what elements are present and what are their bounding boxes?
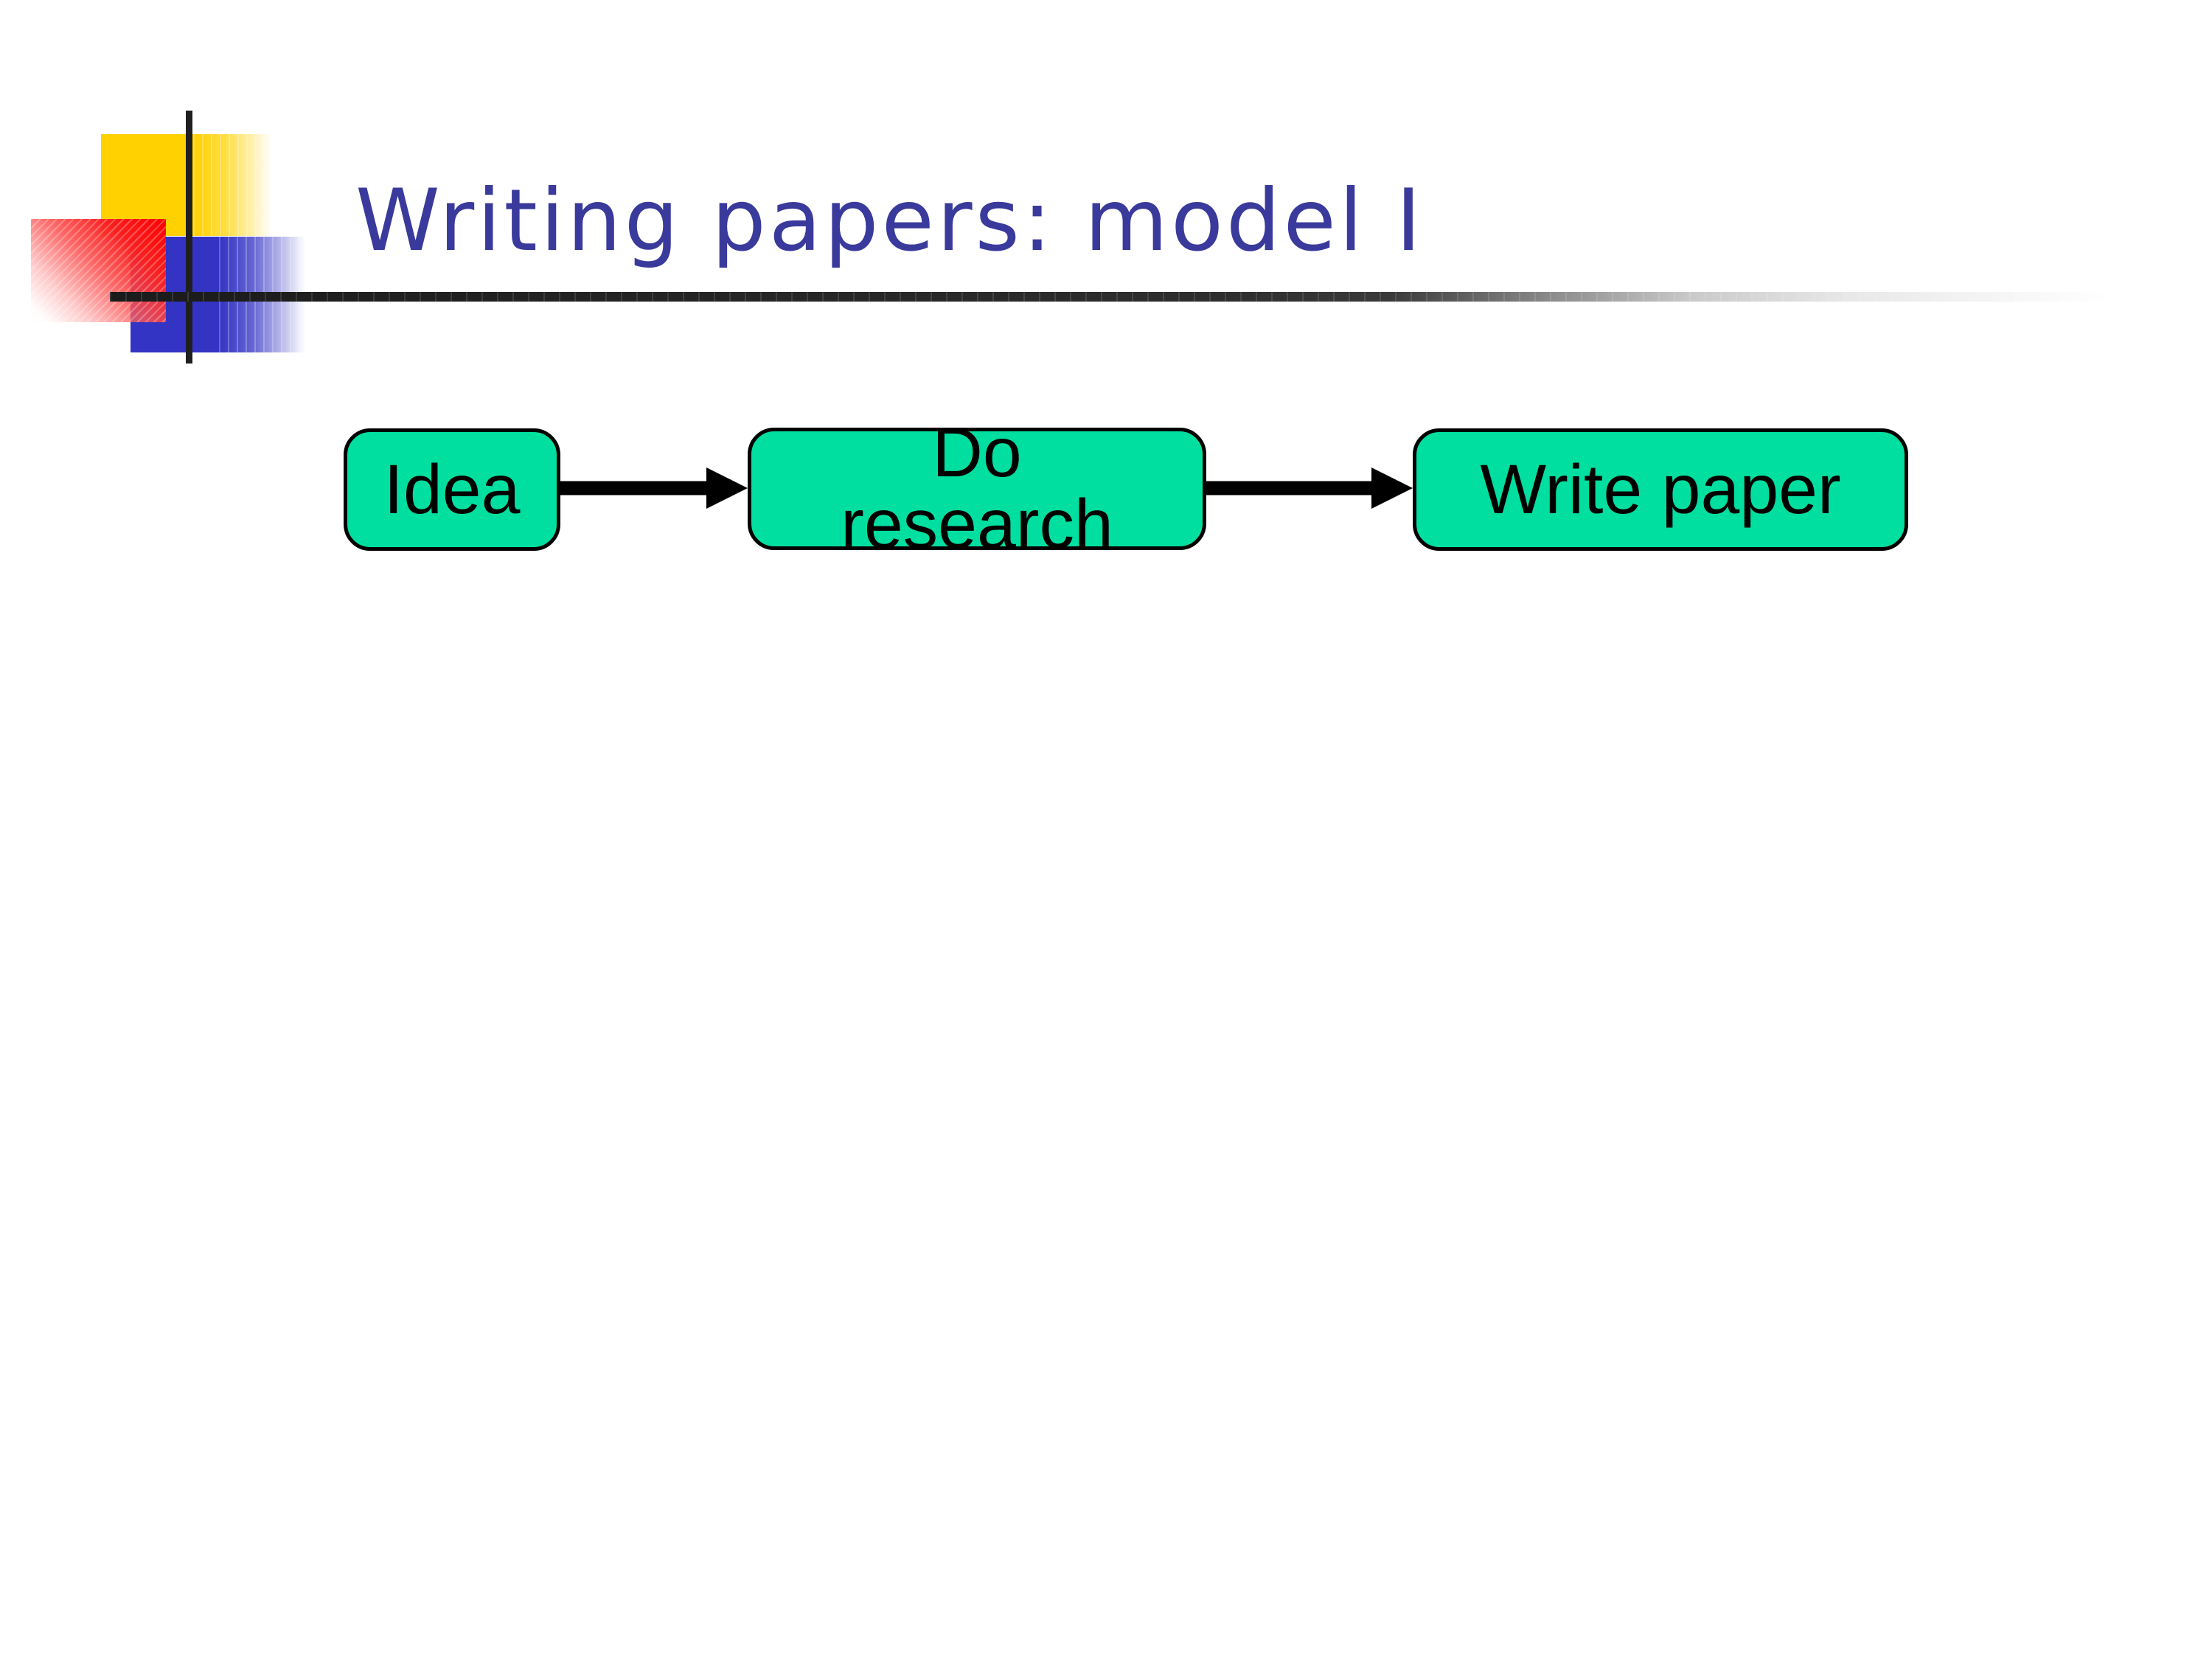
flow-box-idea: Idea bbox=[344, 428, 560, 551]
flow-box-write-paper-label: Write paper bbox=[1480, 450, 1841, 529]
flow-box-write-paper: Write paper bbox=[1413, 428, 1908, 551]
logo-red-square bbox=[31, 219, 166, 322]
title-underline-rule bbox=[110, 292, 2109, 302]
logo-vertical-line bbox=[186, 111, 192, 364]
arrow-research-to-write-icon bbox=[1206, 467, 1413, 509]
flow-box-do-research: Do research bbox=[748, 417, 1206, 560]
logo-yellow-square-fade bbox=[193, 134, 272, 236]
flow-box-do-research-label: Do research bbox=[841, 414, 1113, 563]
arrow-idea-to-research-icon bbox=[560, 467, 748, 509]
slide-title: Writing papers: model I bbox=[355, 171, 1425, 271]
flow-box-idea-label: Idea bbox=[383, 450, 521, 529]
